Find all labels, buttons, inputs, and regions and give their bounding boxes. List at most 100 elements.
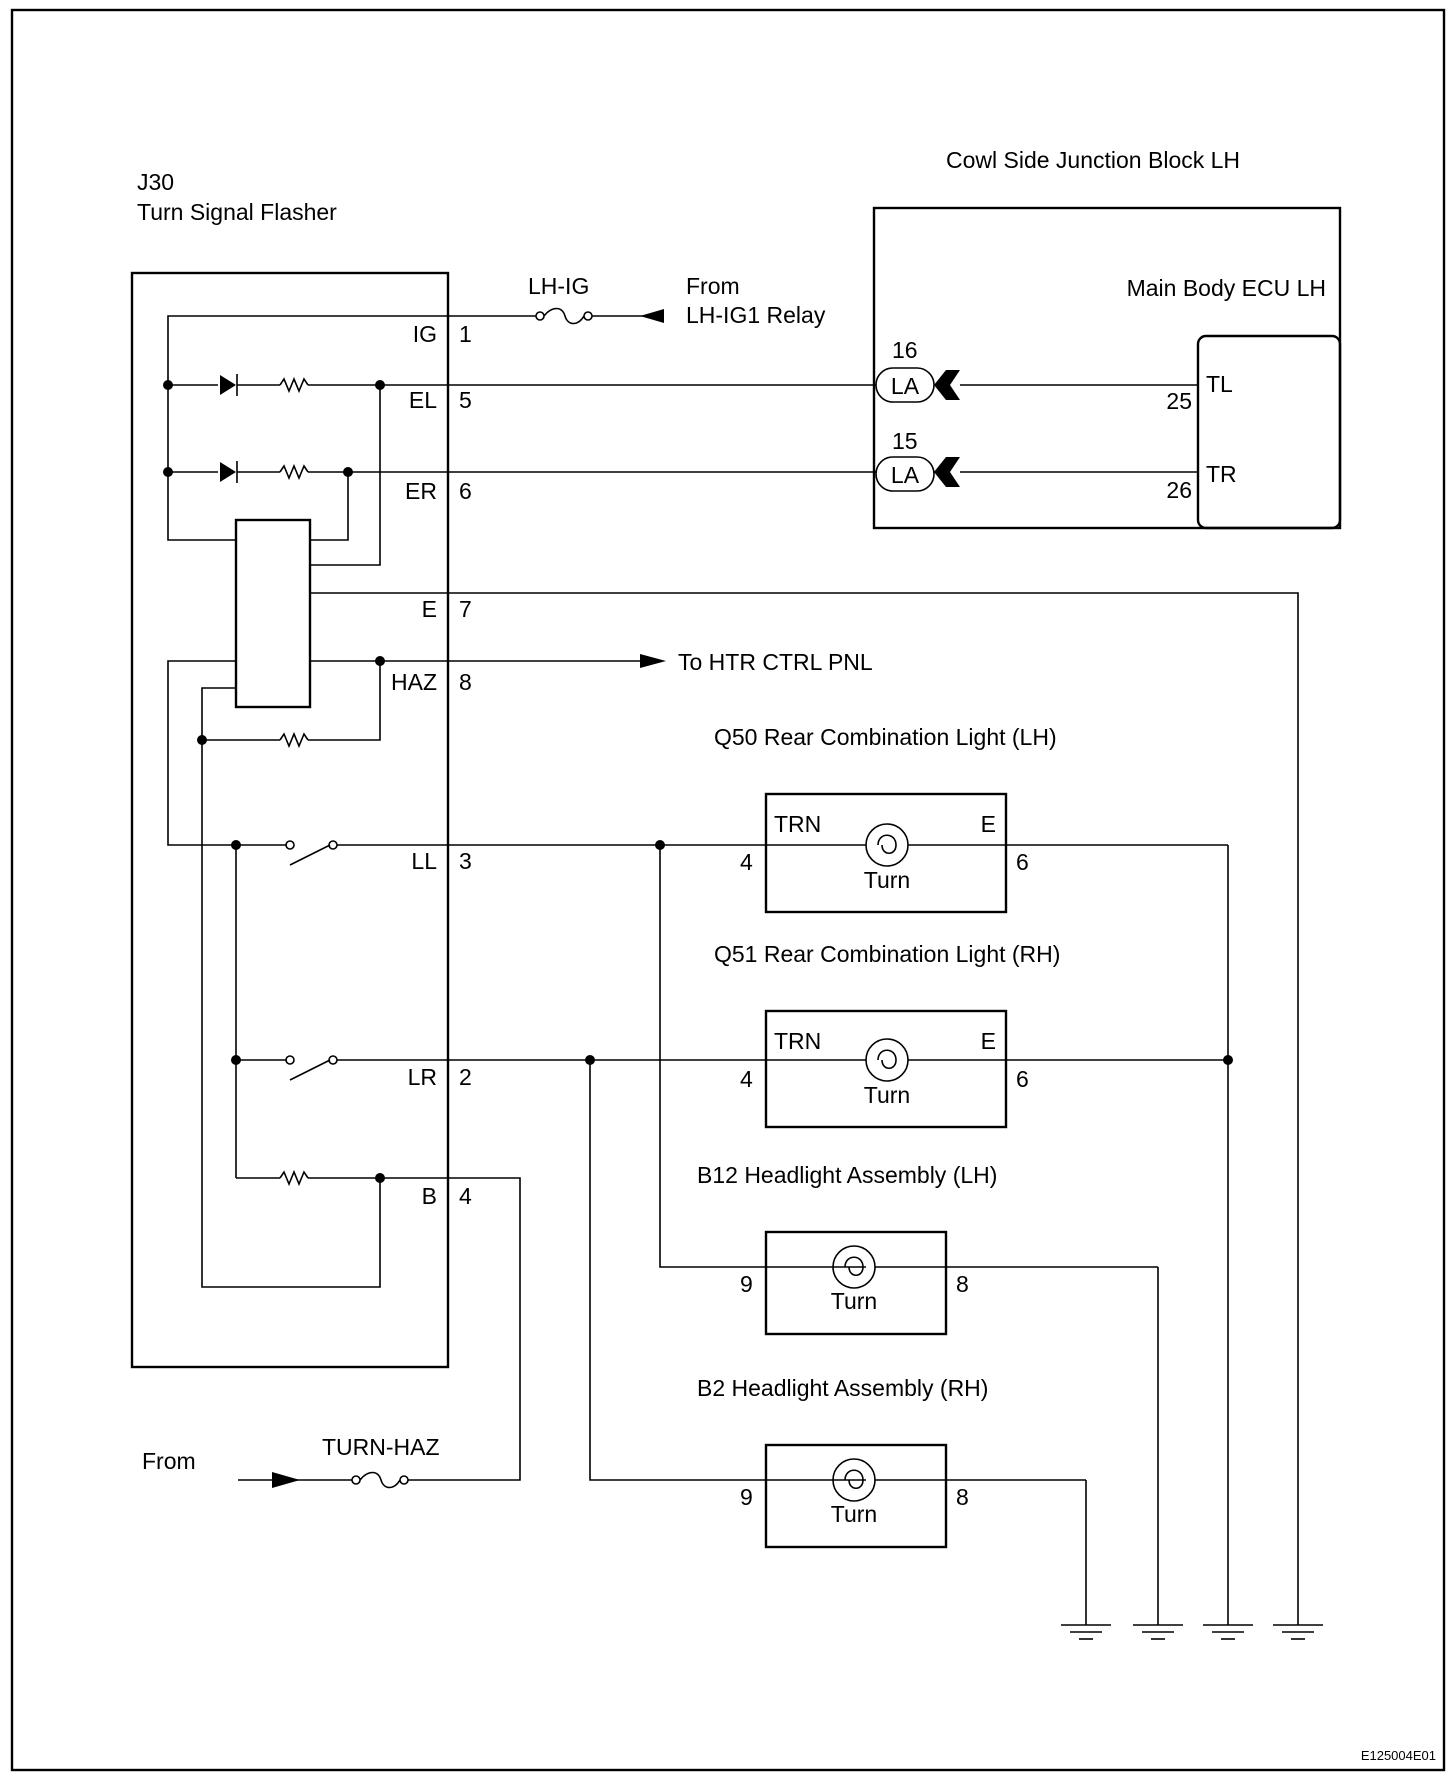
ground-flasher-icon [1273, 1624, 1323, 1640]
pin-label-haz: HAZ [391, 669, 437, 695]
q51-pin-in: 4 [740, 1066, 753, 1092]
wire-e-ground [448, 592, 1299, 1625]
flasher-ic [234, 518, 312, 709]
q51-trn-label: TRN [774, 1028, 821, 1054]
b2-box [764, 1443, 948, 1549]
pin-num-4: 4 [459, 1183, 472, 1209]
q51-pin-out: 6 [1016, 1066, 1029, 1092]
junction-block-title: Cowl Side Junction Block LH [946, 147, 1240, 173]
resistor-er-icon [279, 463, 309, 481]
pin-num-8: 8 [459, 669, 472, 695]
arrow-to-htr-icon [640, 654, 666, 668]
wire-ll [448, 840, 1229, 1625]
connector-15-label: LA [891, 462, 920, 488]
b2-pin-in: 9 [740, 1484, 753, 1510]
b2-bulb-label: Turn [831, 1501, 877, 1527]
flasher-box [130, 271, 450, 1369]
arrow-turn-haz-icon [272, 1472, 300, 1488]
connector-15-group: 15 LA 26 TR [448, 428, 1237, 503]
b2-light: 9 8 Turn [740, 1443, 1087, 1625]
ig-fuse-group: LH-IG From LH-IG1 Relay [448, 273, 826, 328]
switch-ll-icon [289, 844, 331, 866]
q51-e-label: E [981, 1028, 996, 1054]
pin-label-ig: IG [413, 321, 437, 347]
q51-light: TRN E 4 6 Turn [740, 1009, 1029, 1129]
q50-trn-label: TRN [774, 811, 821, 837]
q50-e-label: E [981, 811, 996, 837]
connector-15 [875, 456, 935, 492]
turn-haz-name: TURN-HAZ [322, 1434, 440, 1460]
connector-16-num: 16 [892, 337, 918, 363]
pin-num-3: 3 [459, 848, 472, 874]
fuse-ig-icon [543, 307, 585, 325]
ig-fuse-name: LH-IG [528, 273, 589, 299]
pin-label-ll: LL [411, 848, 437, 874]
q50-bulb-label: Turn [864, 867, 910, 893]
outer-frame [10, 8, 1446, 1772]
flasher-name: Turn Signal Flasher [137, 199, 337, 225]
b2-title: B2 Headlight Assembly (RH) [697, 1375, 988, 1401]
pin-label-el: EL [409, 387, 437, 413]
pin-label-lr: LR [408, 1064, 437, 1090]
flasher-pin-labels: IG EL ER E HAZ LL LR B [391, 321, 437, 1209]
connector-15-chevron-icon [934, 457, 960, 487]
ground-rear-lights-icon [1203, 1624, 1253, 1640]
turn-haz-from-label: From [142, 1448, 196, 1474]
connector-16-label: LA [891, 373, 920, 399]
pin-label-er: ER [405, 478, 437, 504]
b12-light: 9 8 Turn [740, 1230, 1159, 1625]
ecu-box [1196, 334, 1342, 530]
ig-source-label: LH-IG1 Relay [686, 302, 826, 328]
connector-15-num: 15 [892, 428, 918, 454]
pin-num-2: 2 [459, 1064, 472, 1090]
haz-output: To HTR CTRL PNL [448, 649, 873, 675]
arrow-from-relay-icon [640, 309, 664, 323]
resistor-haz-icon [279, 731, 309, 749]
ground-b12-icon [1133, 1624, 1183, 1640]
b12-box [764, 1230, 948, 1336]
flasher-pin-numbers: 1 5 6 7 8 3 2 4 [459, 321, 472, 1209]
b12-title: B12 Headlight Assembly (LH) [697, 1162, 997, 1188]
diode-el-icon [220, 375, 236, 395]
q51-title: Q51 Rear Combination Light (RH) [714, 941, 1060, 967]
b2-pin-out: 8 [956, 1484, 969, 1510]
q50-pin-in: 4 [740, 849, 753, 875]
pin-num-6: 6 [459, 478, 472, 504]
pin-label-b: B [422, 1183, 437, 1209]
ecu-label-tl: TL [1206, 371, 1233, 397]
connector-16-group: 16 LA 25 TL [448, 337, 1233, 414]
ecu-label-tr: TR [1206, 461, 1237, 487]
b12-pin-out: 8 [956, 1271, 969, 1297]
b12-bulb-label: Turn [831, 1288, 877, 1314]
wire-lr [448, 1055, 1233, 1481]
q51-bulb-label: Turn [864, 1082, 910, 1108]
bulb-q51-icon [865, 1038, 909, 1082]
ig-from-label: From [686, 273, 740, 299]
q50-light: TRN E 4 6 Turn [740, 792, 1029, 914]
turn-haz-fuse-group: From TURN-HAZ [142, 1434, 440, 1489]
wire-b [408, 1177, 521, 1481]
switch-lr-icon [289, 1059, 331, 1081]
q50-pin-out: 6 [1016, 849, 1029, 875]
pin-num-1: 1 [459, 321, 472, 347]
ecu-pin-25: 25 [1166, 388, 1192, 414]
flasher-code: J30 [137, 169, 174, 195]
ecu-title: Main Body ECU LH [1127, 275, 1326, 301]
flasher-internal-circuit [163, 315, 448, 1288]
ground-b2-icon [1061, 1624, 1111, 1640]
resistor-el-icon [279, 376, 309, 394]
fuse-turn-haz-icon [359, 1471, 401, 1489]
ecu-pin-26: 26 [1166, 477, 1192, 503]
figure-id: E125004E01 [1361, 1748, 1436, 1763]
pin-num-5: 5 [459, 387, 472, 413]
haz-dest-label: To HTR CTRL PNL [678, 649, 873, 675]
pin-num-7: 7 [459, 596, 472, 622]
pin-label-e: E [422, 596, 437, 622]
resistor-b-icon [279, 1169, 309, 1187]
b12-pin-in: 9 [740, 1271, 753, 1297]
bulb-q50-icon [865, 823, 909, 867]
diode-er-icon [220, 462, 236, 482]
q50-box [764, 792, 1008, 914]
q50-title: Q50 Rear Combination Light (LH) [714, 724, 1057, 750]
